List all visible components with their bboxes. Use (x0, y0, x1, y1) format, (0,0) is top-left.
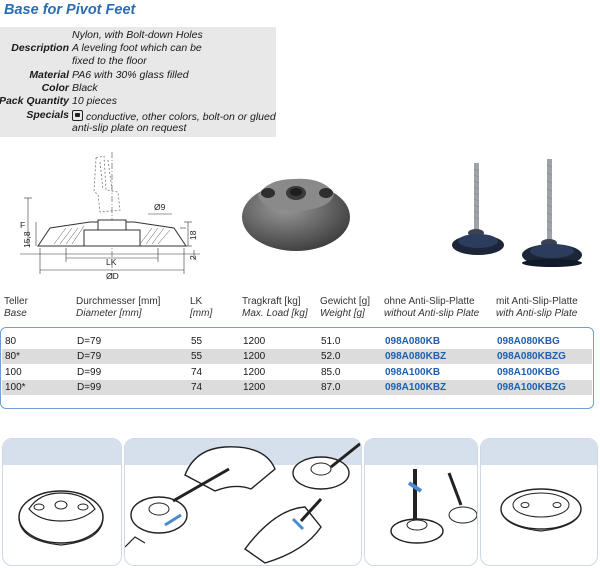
spec-value: Nylon, with Bolt-down Holes (72, 29, 203, 41)
col-header-load: Tragkraft [kg] Max. Load [kg] (242, 296, 308, 319)
cell-code-with-plate[interactable]: 098A080KBZG (497, 351, 566, 362)
cell-code-without-plate[interactable]: 098A080KB (385, 336, 441, 347)
dim-15-8: 15,8 (22, 231, 32, 248)
spec-value: PA6 with 30% glass filled (72, 69, 189, 81)
spec-label: Color (41, 82, 69, 94)
illustration-panel-2 (124, 438, 362, 566)
base-illustration (18, 490, 104, 546)
spec-label: Specials (26, 109, 69, 121)
dim-od: ØD (106, 271, 119, 281)
spec-label: Pack Quantity (0, 95, 69, 107)
col-header-lk: LK [mm] (190, 296, 213, 319)
illustration-panel-3 (364, 438, 478, 566)
cell-weight: 85.0 (321, 367, 341, 378)
base-product-photo (242, 178, 350, 251)
col-header-without-plate: ohne Anti-Slip-Platte without Anti-slip … (384, 296, 480, 319)
spec-value: anti-slip plate on request (72, 122, 187, 134)
cell-base: 80* (5, 351, 21, 362)
cell-lk: 74 (191, 367, 203, 378)
foot-illustration (390, 469, 477, 544)
cell-weight: 87.0 (321, 382, 341, 393)
spec-value: fixed to the floor (72, 55, 147, 67)
spec-value: A leveling foot which can be (72, 42, 202, 54)
cell-base: 80 (5, 336, 17, 347)
cell-lk: 55 (191, 336, 203, 347)
spec-label: Description (11, 42, 69, 54)
cell-diameter: D=79 (77, 351, 102, 362)
assembly-illustration (125, 441, 361, 564)
dim-d9: Ø9 (154, 202, 166, 212)
cell-code-with-plate[interactable]: 098A080KBG (497, 336, 560, 347)
illustration-panel-1 (2, 438, 122, 566)
spec-value-text: conductive, other colors, bolt-on or glu… (86, 111, 276, 123)
table-row: 80* D=79 55 1200 52.0 098A080KBZ 098A080… (2, 349, 592, 364)
table-row: 80 D=79 55 1200 51.0 098A080KB 098A080KB… (2, 334, 592, 349)
padlock-icon (72, 110, 83, 121)
cell-base: 100 (5, 367, 22, 378)
col-header-weight: Gewicht [g] Weight [g] (320, 296, 371, 319)
col-header-base: Teller Base (4, 296, 28, 319)
dim-f: F (20, 220, 25, 230)
cell-diameter: D=79 (77, 336, 102, 347)
cell-code-without-plate[interactable]: 098A100KBZ (385, 382, 447, 393)
illustration-panel-4 (480, 438, 598, 566)
cell-load: 1200 (243, 351, 266, 362)
cell-code-without-plate[interactable]: 098A100KB (385, 367, 441, 378)
dim-lk: LK (106, 257, 117, 267)
cell-load: 1200 (243, 367, 266, 378)
cell-diameter: D=99 (77, 367, 102, 378)
cell-weight: 51.0 (321, 336, 341, 347)
technical-drawing: F Ø9 15,8 18 2 LK ØD (20, 152, 200, 281)
spec-value: Black (72, 82, 98, 94)
spec-label: Material (29, 69, 69, 81)
cell-base: 100* (5, 382, 26, 393)
page-title: Base for Pivot Feet (4, 2, 136, 18)
table-row: 100* D=99 74 1200 87.0 098A100KBZ 098A10… (2, 380, 592, 395)
cell-lk: 74 (191, 382, 203, 393)
pivot-feet-photo (452, 159, 582, 267)
dim-2: 2 (188, 255, 198, 260)
col-header-with-plate: mit Anti-Slip-Platte with Anti-slip Plat… (496, 296, 578, 319)
cell-code-with-plate[interactable]: 098A100KBZG (497, 382, 566, 393)
cell-load: 1200 (243, 382, 266, 393)
cell-diameter: D=99 (77, 382, 102, 393)
table-row: 100 D=99 74 1200 85.0 098A100KB 098A100K… (2, 365, 592, 380)
cell-load: 1200 (243, 336, 266, 347)
cell-lk: 55 (191, 351, 203, 362)
cell-code-with-plate[interactable]: 098A100KBG (497, 367, 560, 378)
dim-18: 18 (188, 230, 198, 240)
col-header-diameter: Durchmesser [mm] Diameter [mm] (76, 296, 161, 319)
cell-weight: 52.0 (321, 351, 341, 362)
mounted-base-illustration (500, 488, 582, 532)
article-table: 80 D=79 55 1200 51.0 098A080KB 098A080KB… (0, 327, 594, 409)
spec-box: Nylon, with Bolt-down Holes Description … (0, 27, 276, 137)
spec-value: 10 pieces (72, 95, 117, 107)
spec-value: conductive, other colors, bolt-on or glu… (72, 109, 276, 124)
cell-code-without-plate[interactable]: 098A080KBZ (385, 351, 447, 362)
